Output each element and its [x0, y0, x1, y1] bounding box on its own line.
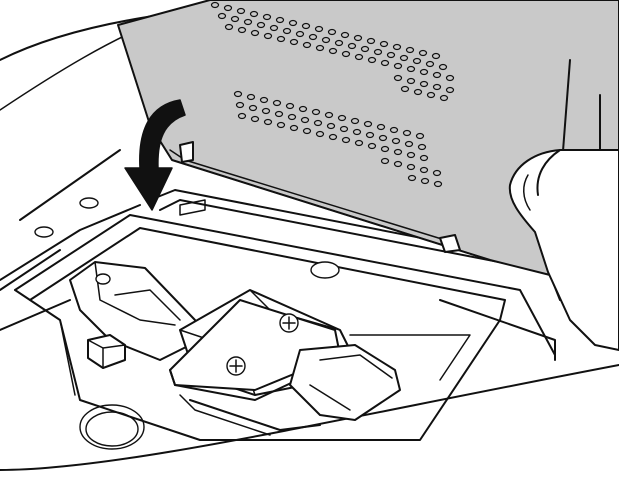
- cover-vent-holes-top: [210, 1, 455, 102]
- handle-hole: [95, 273, 111, 285]
- lamp-compartment: [14, 189, 561, 441]
- screw-2: [226, 356, 246, 376]
- latch-slot: [310, 261, 340, 279]
- hand: [508, 149, 619, 351]
- housing-hole-2: [34, 226, 54, 238]
- cover-vent-holes-bottom: [233, 90, 443, 188]
- lamp-module: [69, 261, 401, 436]
- screw-1: [279, 313, 299, 333]
- housing-hole-1: [79, 197, 99, 209]
- lamp-cover: [117, 0, 619, 276]
- housing-large-hole-inner: [85, 411, 139, 447]
- curved-arrow-down-icon: [124, 99, 186, 211]
